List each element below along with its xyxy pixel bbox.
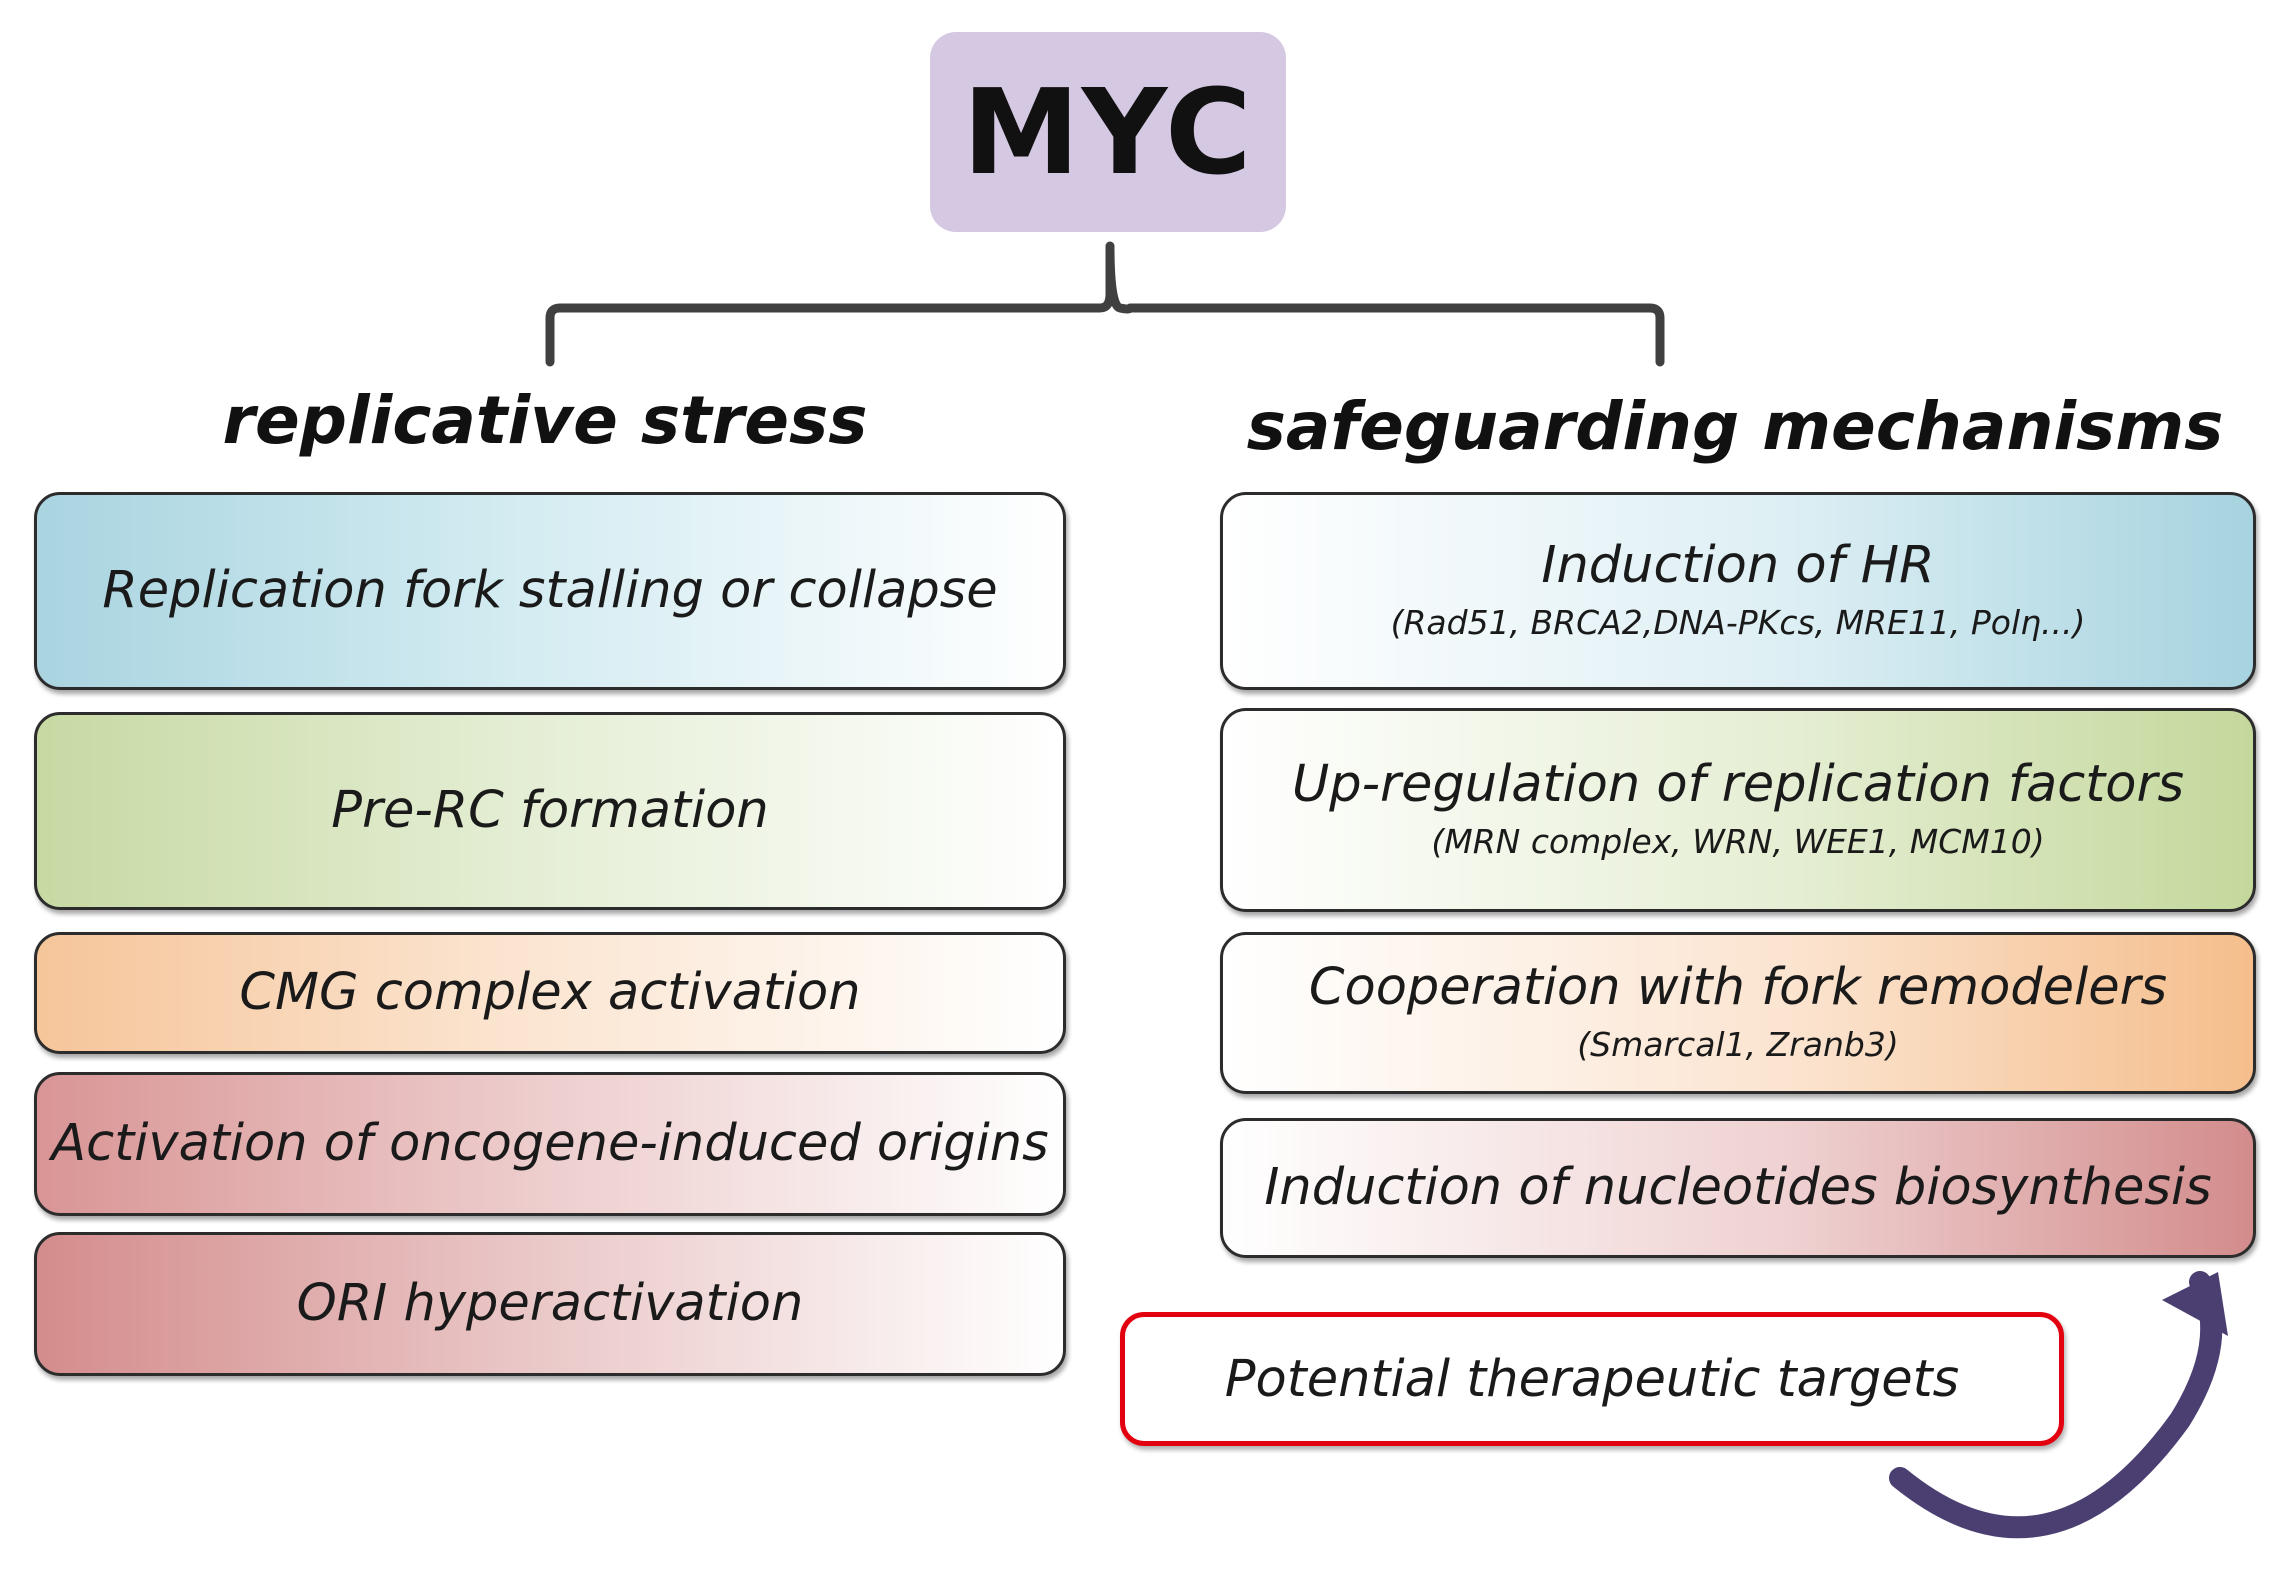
safeguarding-mechanisms-heading: safeguarding mechanisms xyxy=(1246,388,2224,465)
stress-box-label: CMG complex activation xyxy=(239,962,861,1022)
stress-box-pre-rc: Pre-RC formation xyxy=(34,712,1066,910)
stress-box-ori-hyperactivation: ORI hyperactivation xyxy=(34,1232,1066,1376)
curved-arrow xyxy=(1889,1271,2223,1539)
stress-box-label: Activation of oncogene-induced origins xyxy=(51,1113,1049,1173)
stress-box-oncogene-origins: Activation of oncogene-induced origins xyxy=(34,1072,1066,1216)
stress-box-label: Replication fork stalling or collapse xyxy=(102,560,998,620)
safeguard-box-hr: Induction of HR (Rad51, BRCA2,DNA-PKcs, … xyxy=(1220,492,2256,690)
replicative-stress-heading: replicative stress xyxy=(222,382,868,459)
arrow-head xyxy=(2162,1272,2228,1336)
safeguard-box-detail: (Smarcal1, Zranb3) xyxy=(1577,1024,1899,1064)
stress-box-label: Pre-RC formation xyxy=(331,780,769,840)
safeguard-box-label: Induction of nucleotides biosynthesis xyxy=(1264,1157,2212,1217)
stress-box-label: ORI hyperactivation xyxy=(296,1273,804,1333)
safeguard-box-label: Induction of HR xyxy=(1541,536,1935,596)
safeguard-box-fork-remodelers: Cooperation with fork remodelers (Smarca… xyxy=(1220,932,2256,1094)
safeguard-box-nucleotides: Induction of nucleotides biosynthesis xyxy=(1220,1118,2256,1258)
safeguard-box-detail: (Rad51, BRCA2,DNA-PKcs, MRE11, Polη...) xyxy=(1390,602,2086,642)
therapeutic-targets-box: Potential therapeutic targets xyxy=(1120,1312,2064,1446)
safeguard-box-label: Cooperation with fork remodelers xyxy=(1308,958,2168,1018)
safeguard-box-detail: (MRN complex, WRN, WEE1, MCM10) xyxy=(1431,821,2045,861)
safeguard-box-replication-factors: Up-regulation of replication factors (MR… xyxy=(1220,708,2256,912)
safeguard-box-label: Up-regulation of replication factors xyxy=(1291,755,2185,815)
stress-box-fork-stalling: Replication fork stalling or collapse xyxy=(34,492,1066,690)
stress-box-cmg: CMG complex activation xyxy=(34,932,1066,1054)
myc-bracket xyxy=(545,241,1665,367)
myc-node: MYC xyxy=(930,32,1286,232)
